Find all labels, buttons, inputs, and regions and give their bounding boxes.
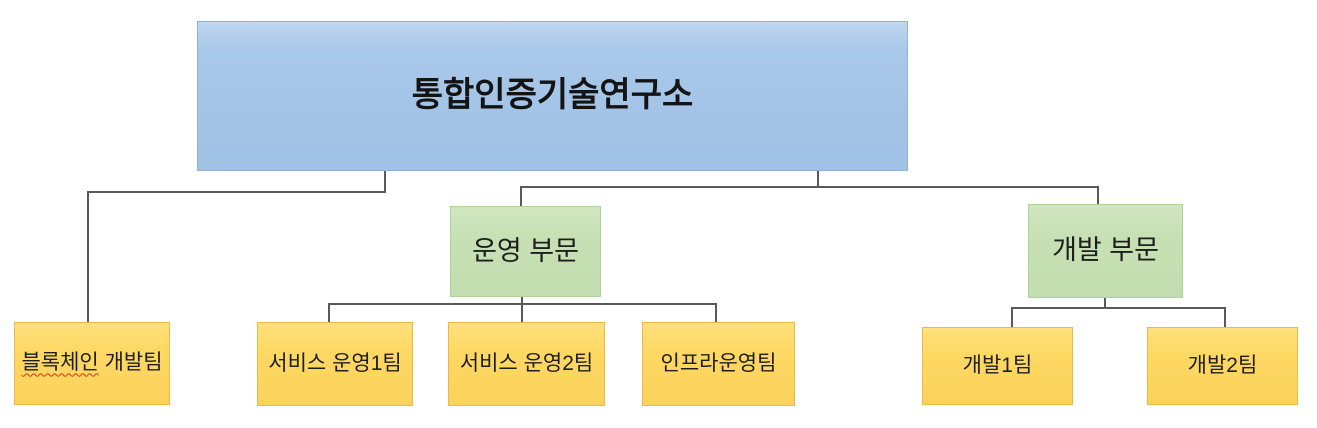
team-label-dev-2: 개발2팀: [1187, 353, 1258, 377]
team-label-dev-1: 개발1팀: [962, 353, 1033, 377]
org-root-label: 통합인증기술연구소: [411, 76, 694, 115]
connector-development-to-teams: [1011, 307, 1226, 327]
team-label-rest: 개발팀: [104, 351, 163, 375]
team-box-infra-ops[interactable]: 인프라운영팀: [642, 322, 795, 406]
division-label-operations: 운영 부문: [472, 235, 579, 266]
team-label-service-ops-1: 서비스 운영1팀: [268, 351, 402, 375]
connector-operations-to-teams: [328, 303, 717, 322]
team-box-dev-1[interactable]: 개발1팀: [922, 327, 1073, 405]
org-root-box[interactable]: 통합인증기술연구소: [197, 21, 908, 171]
division-label-development: 개발 부문: [1052, 235, 1159, 266]
division-box-operations[interactable]: 운영 부문: [450, 206, 601, 297]
spellcheck-flagged-word: 블록체인: [21, 351, 99, 375]
team-label-service-ops-2: 서비스 운영2팀: [459, 351, 594, 375]
team-box-service-ops-1[interactable]: 서비스 운영1팀: [257, 322, 413, 406]
team-box-blockchain-dev[interactable]: 블록체인 개발팀: [14, 322, 170, 405]
division-box-development[interactable]: 개발 부문: [1028, 204, 1183, 298]
connector-root-to-blockchain-team: [87, 171, 386, 322]
team-box-service-ops-2[interactable]: 서비스 운영2팀: [448, 322, 605, 406]
connector-root-to-divisions: [520, 186, 1099, 207]
team-label-blockchain-dev: 블록체인 개발팀: [21, 351, 162, 375]
team-box-dev-2[interactable]: 개발2팀: [1147, 327, 1298, 405]
team-label-infra-ops: 인프라운영팀: [660, 351, 777, 375]
